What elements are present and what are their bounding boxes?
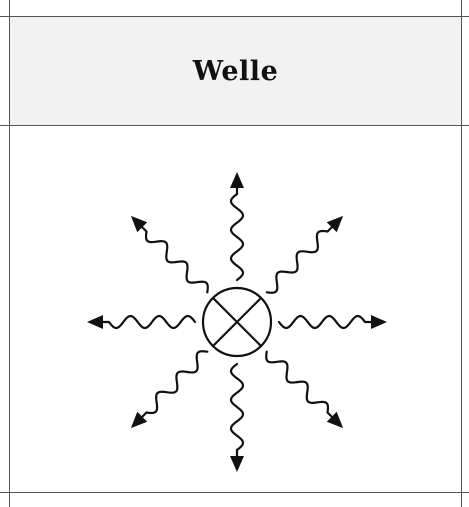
lamp-with-radiating-waves-icon bbox=[87, 172, 387, 472]
arrowhead-down bbox=[230, 456, 244, 472]
arrowheads bbox=[87, 172, 387, 472]
table-border-right bbox=[461, 0, 462, 507]
wave-right bbox=[277, 314, 373, 330]
table-border-middle bbox=[0, 125, 469, 126]
radiating-waves bbox=[101, 186, 373, 458]
arrowhead-up-right bbox=[326, 215, 344, 233]
wave-up bbox=[229, 186, 245, 282]
arrowhead-left bbox=[87, 315, 103, 329]
table-body-cell bbox=[10, 126, 461, 492]
arrowhead-down-right bbox=[326, 411, 344, 429]
table-border-top bbox=[0, 16, 469, 17]
arrowhead-right bbox=[371, 315, 387, 329]
table-border-bottom bbox=[0, 492, 469, 493]
table-header-label: Welle bbox=[192, 55, 279, 87]
wave-down bbox=[229, 362, 245, 458]
wave-up-left bbox=[141, 226, 209, 294]
wave-up-right bbox=[265, 226, 333, 294]
wave-left bbox=[101, 314, 197, 330]
lamp-cross-line-b bbox=[211, 296, 263, 348]
wave-down-right bbox=[265, 350, 333, 418]
wave-down-left bbox=[141, 350, 209, 418]
lamp-circle bbox=[201, 286, 273, 358]
table-border-left bbox=[9, 0, 10, 507]
arrowhead-up bbox=[230, 172, 244, 188]
table-header-cell: Welle bbox=[10, 17, 461, 125]
arrowhead-down-left bbox=[130, 411, 148, 429]
arrowhead-up-left bbox=[130, 215, 148, 233]
